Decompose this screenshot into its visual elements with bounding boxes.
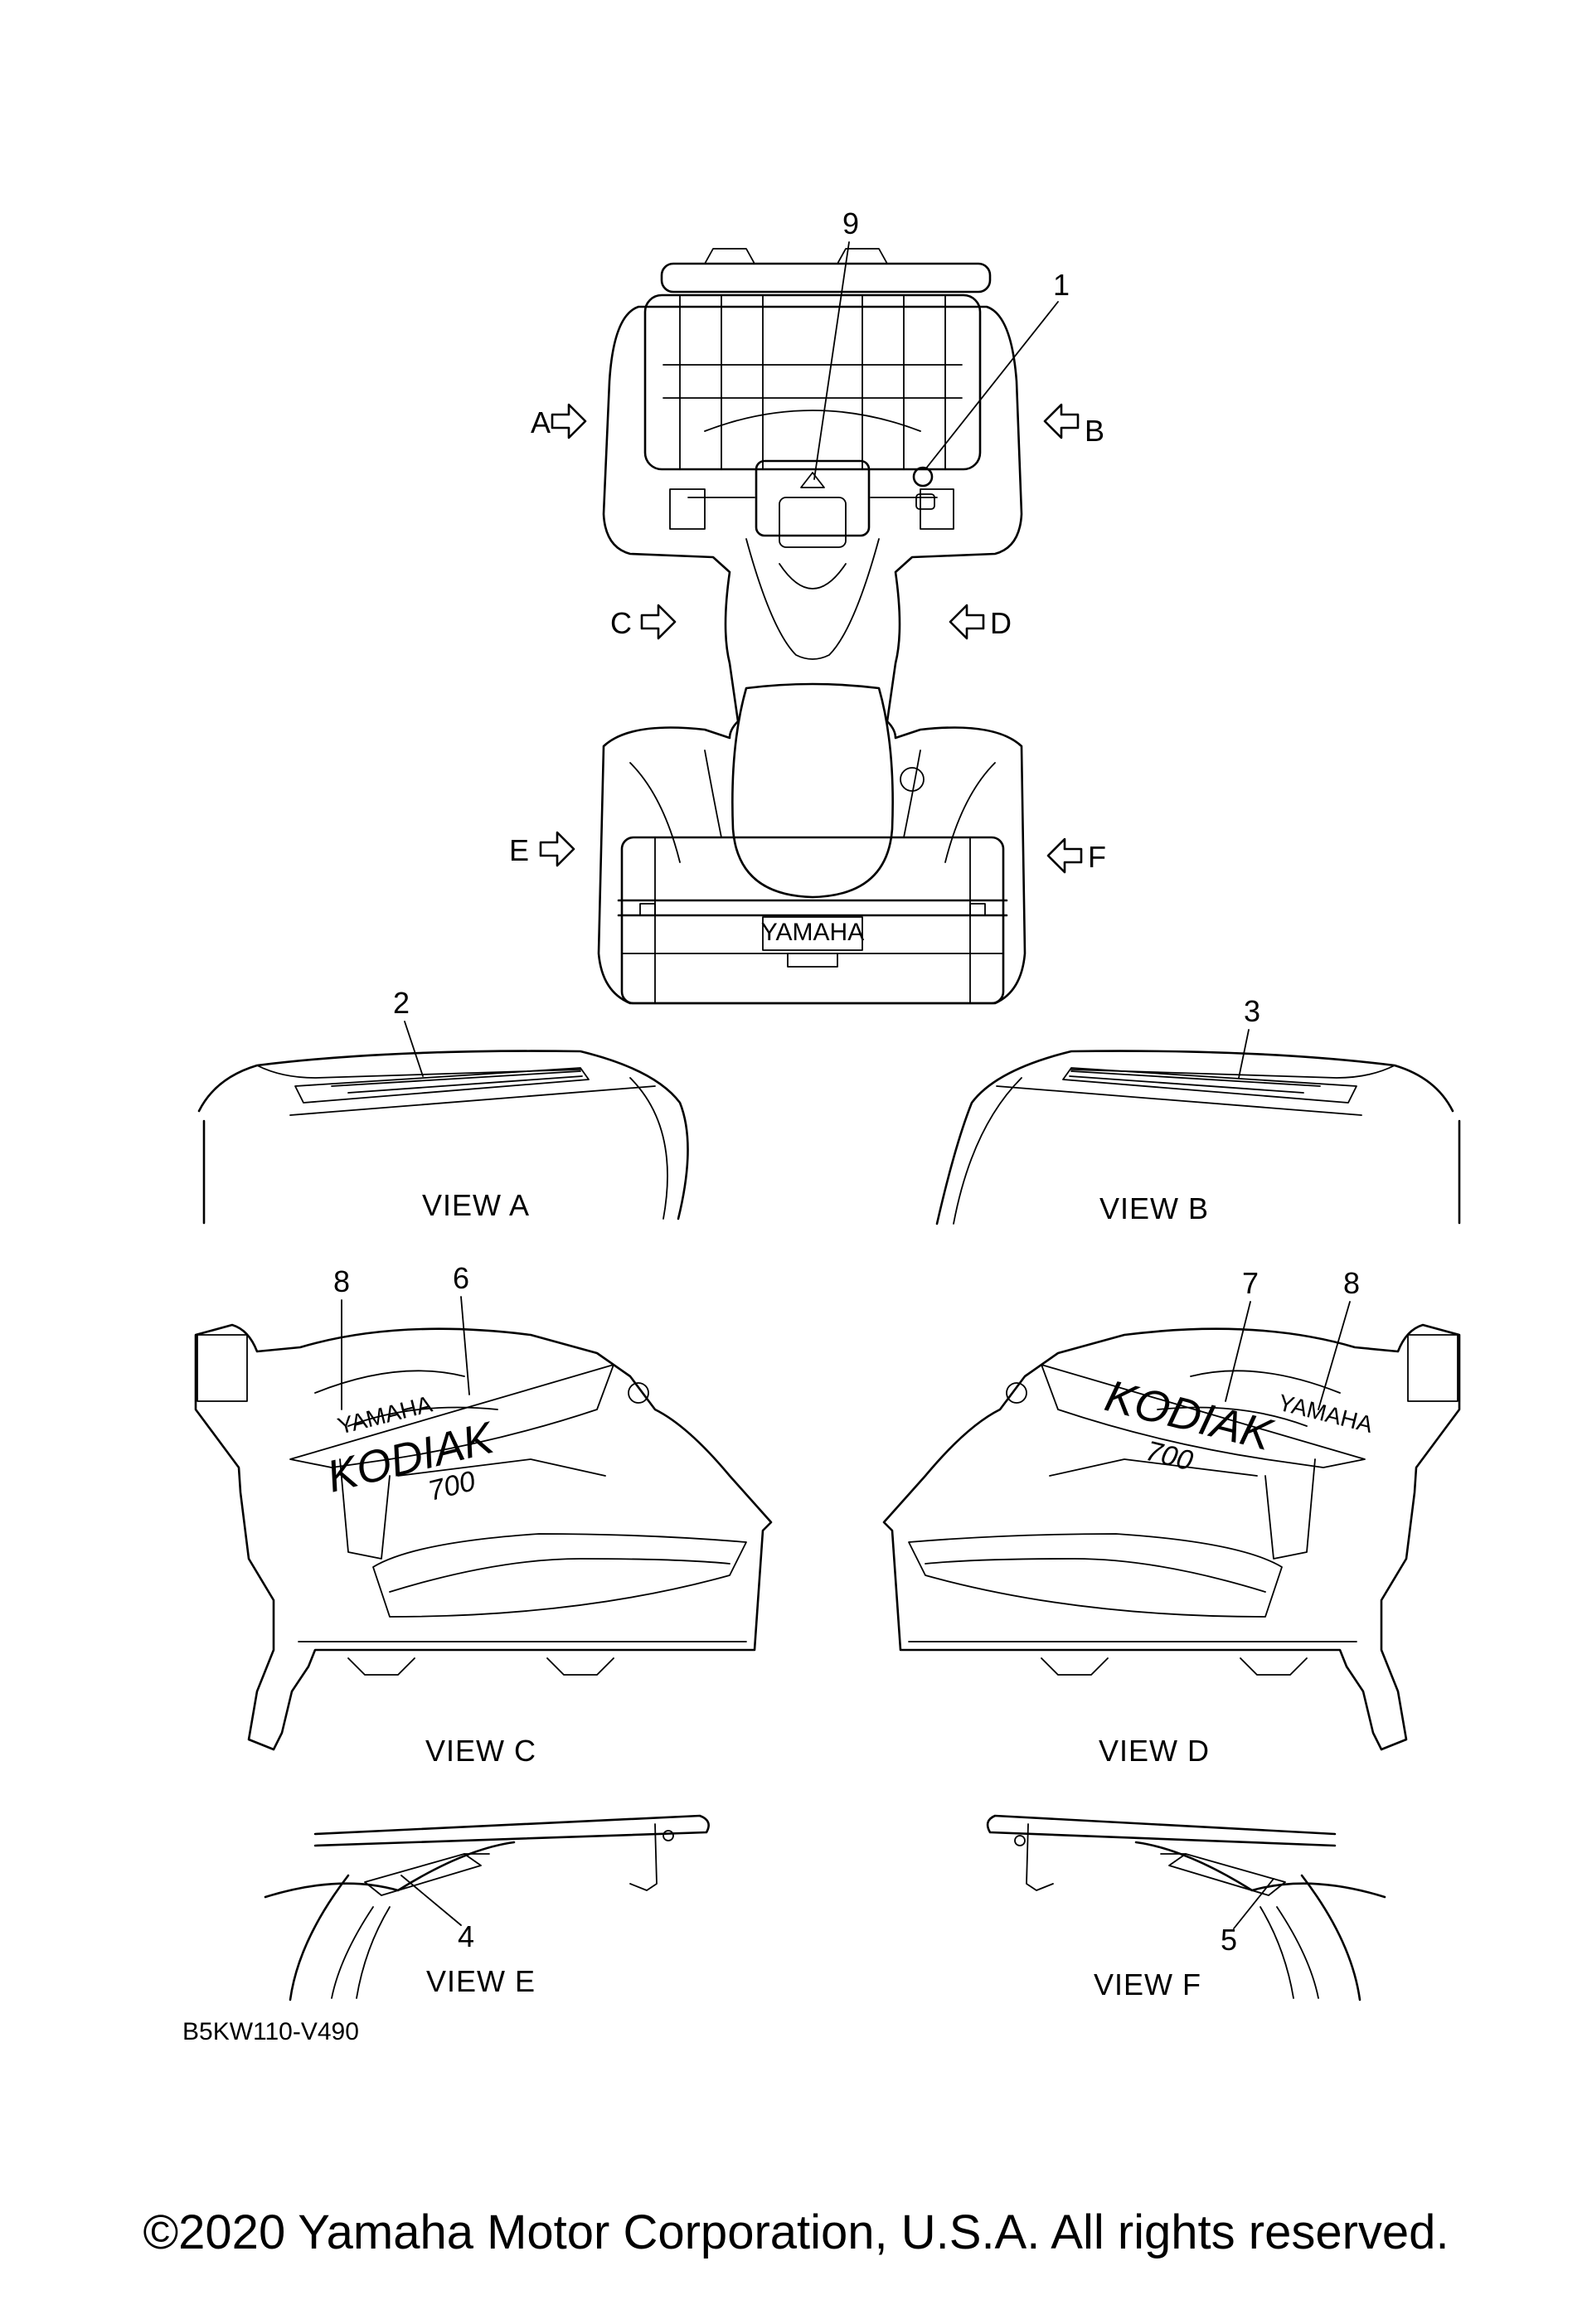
view-arrow-f: F bbox=[1046, 837, 1106, 874]
callout-2: 2 bbox=[393, 986, 410, 1020]
view-b-title: VIEW B bbox=[1099, 1191, 1209, 1225]
rear-rack-badge: YAMAHA bbox=[761, 919, 864, 946]
view-f-rear-fender-right bbox=[986, 1814, 1386, 2001]
view-d-decal-brand: YAMAHA bbox=[1276, 1390, 1376, 1438]
view-c-side-cover-left: YAMAHA KODIAK 700 bbox=[194, 1323, 773, 1751]
callout-6: 6 bbox=[453, 1261, 469, 1295]
svg-text:E: E bbox=[509, 833, 529, 867]
view-arrow-a: A bbox=[531, 403, 587, 439]
view-a-title: VIEW A bbox=[422, 1188, 530, 1222]
svg-text:B: B bbox=[1085, 414, 1104, 448]
view-e-rear-fender-left bbox=[264, 1814, 710, 2001]
view-arrow-e: E bbox=[509, 831, 575, 867]
svg-text:C: C bbox=[610, 606, 632, 640]
callout-4: 4 bbox=[458, 1919, 474, 1953]
callout-9: 9 bbox=[842, 206, 859, 240]
callout-1: 1 bbox=[1053, 268, 1070, 302]
leader-2 bbox=[404, 1021, 424, 1077]
view-arrow-c: C bbox=[610, 604, 677, 640]
callout-8-left: 8 bbox=[333, 1264, 350, 1298]
view-e-title: VIEW E bbox=[426, 1964, 536, 1998]
atv-top-view: YAMAHA bbox=[597, 248, 1027, 1005]
callout-3: 3 bbox=[1244, 994, 1260, 1028]
view-c-title: VIEW C bbox=[425, 1734, 536, 1768]
leader-8-right bbox=[1318, 1301, 1351, 1410]
view-b-front-fender-right bbox=[935, 1050, 1461, 1225]
leader-7 bbox=[1225, 1301, 1251, 1402]
view-d-side-cover-right: YAMAHA KODIAK 700 bbox=[882, 1323, 1461, 1751]
callout-8-right: 8 bbox=[1343, 1266, 1360, 1300]
copyright-notice: ©2020 Yamaha Motor Corporation, U.S.A. A… bbox=[143, 2205, 1449, 2259]
view-f-title: VIEW F bbox=[1094, 1967, 1201, 2001]
leader-5 bbox=[1233, 1878, 1274, 1929]
view-arrow-d: D bbox=[949, 604, 1012, 640]
leader-4 bbox=[400, 1875, 462, 1926]
view-arrow-b: B bbox=[1043, 403, 1104, 448]
svg-text:F: F bbox=[1088, 840, 1106, 874]
callout-5: 5 bbox=[1221, 1923, 1237, 1957]
leader-6 bbox=[460, 1296, 470, 1395]
callout-7: 7 bbox=[1242, 1266, 1259, 1300]
view-a-front-fender-left bbox=[197, 1050, 689, 1225]
view-d-decal-displacement: 700 bbox=[1143, 1435, 1196, 1477]
leader-9 bbox=[813, 241, 850, 480]
leader-1 bbox=[925, 301, 1059, 470]
diagram-code: B5KW110-V490 bbox=[182, 2018, 359, 2045]
leader-3 bbox=[1238, 1029, 1250, 1079]
view-d-title: VIEW D bbox=[1099, 1734, 1210, 1768]
svg-text:D: D bbox=[990, 606, 1012, 640]
svg-text:A: A bbox=[531, 405, 551, 439]
